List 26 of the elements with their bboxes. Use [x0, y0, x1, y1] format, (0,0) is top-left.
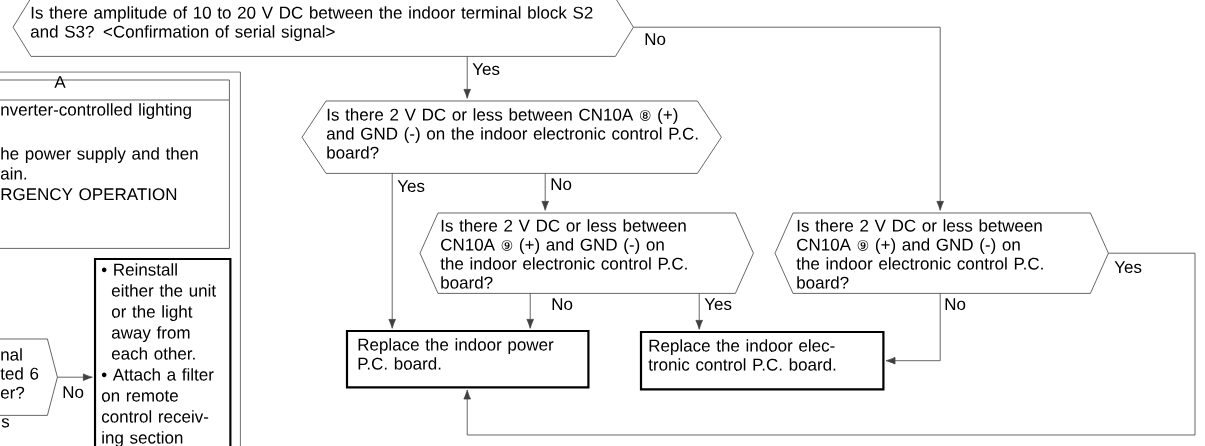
edge-label: No — [550, 297, 574, 312]
decision-hexagon: Is there 2 V DC or less between CN10A ⑨ (+) and GND (-) on the indoor electronic control P.C. board? — [774, 212, 1109, 294]
edge-label: Yes — [396, 179, 426, 194]
decision-hexagon: Is there 2 V DC or less between CN10A ⑧ (+) and GND (-) on the indoor electronic control P.C. board? — [301, 100, 722, 174]
arrow — [633, 26, 944, 211]
edge-label: No — [643, 32, 667, 47]
edge-label: Yes — [1113, 260, 1143, 275]
arrow — [463, 252, 1196, 436]
decision-hexagon: Is there 2 V DC or less between CN10A ⑨ (+) and GND (-) on the indoor electronic control P.C. board? — [419, 212, 754, 294]
note-box: A nverter-controlled lighting he power supply and then ain. RGENCY OPERATION — [0, 76, 230, 249]
arrow — [388, 173, 396, 329]
arrow — [526, 293, 534, 329]
process-box: Replace the indoor power P.C. board. — [345, 329, 590, 389]
decision-hexagon: Is there amplitude of 10 to 20 V DC between the indoor terminal block S2 and S3? <Confirmation of serial signal> — [12, 0, 634, 57]
edge-label: Yes — [703, 297, 733, 312]
arrow — [885, 293, 941, 365]
edge-label: No — [943, 297, 967, 312]
edge-label: No — [549, 177, 573, 192]
arrow — [541, 173, 549, 211]
arrow — [57, 373, 93, 381]
decision-hexagon: nal ted 6 er? — [0, 338, 58, 416]
arrow — [695, 293, 703, 330]
process-box: Replace the indoor elec- tronic control P.C. board. — [639, 330, 885, 391]
arrow — [463, 56, 471, 99]
edge-label: Yes — [471, 62, 501, 77]
edge-label: No — [61, 385, 85, 400]
